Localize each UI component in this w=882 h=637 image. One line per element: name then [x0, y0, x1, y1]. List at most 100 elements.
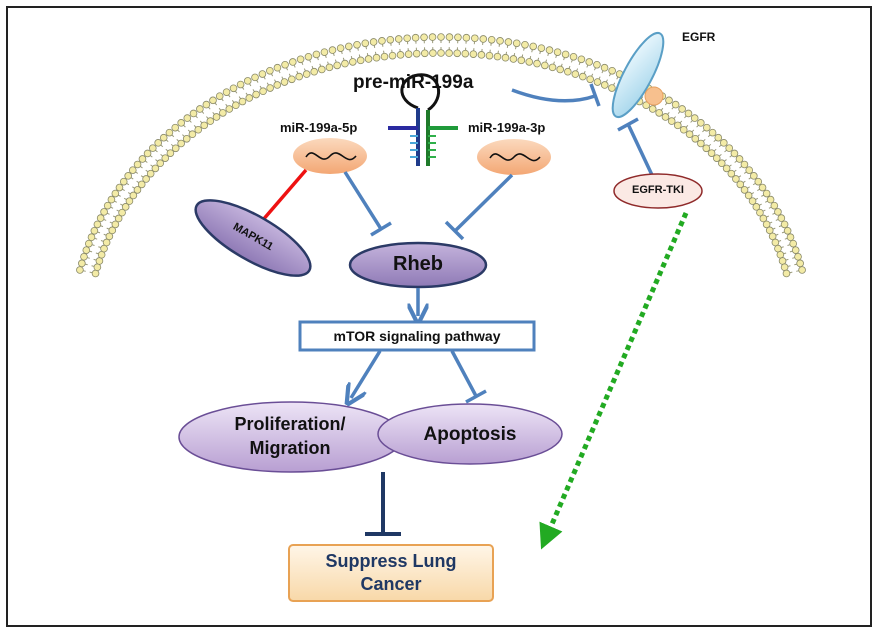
tki-inhibits-egfr-bar [617, 117, 639, 132]
lipid-head [304, 52, 313, 61]
lipid-head [328, 46, 337, 54]
lipid-head [361, 39, 370, 48]
mir-5p-node [293, 138, 367, 174]
lipid-head [777, 214, 786, 222]
lipid-head [776, 250, 785, 259]
lipid-head [690, 114, 699, 122]
lipid-head [394, 35, 403, 43]
lipid-head [471, 34, 479, 43]
lipid-head [95, 257, 104, 265]
lipid-head [245, 94, 254, 102]
lipid-head [336, 44, 345, 52]
mir-3p-node [477, 139, 551, 175]
lipid-head [288, 75, 296, 84]
lipid-head [667, 117, 676, 125]
egfr-receptor-icon [611, 31, 665, 119]
tki-promotes-suppression [539, 212, 689, 550]
lipid-head [428, 33, 437, 41]
lipid-head [648, 105, 657, 113]
lipid-head [770, 201, 779, 210]
lipid-head [137, 180, 146, 189]
lipid-head [714, 133, 723, 142]
lipid-head [420, 33, 428, 42]
suppress-cancer-label-2: Cancer [360, 574, 422, 594]
lipid-head [579, 72, 587, 81]
lipid-head [548, 63, 557, 72]
lipid-head [206, 117, 215, 125]
lipid-head [477, 51, 486, 59]
lipid-head [258, 70, 267, 78]
lipid-head [93, 263, 102, 271]
lipid-head [462, 33, 471, 42]
lipid-head [356, 56, 365, 65]
lipid-head [236, 80, 245, 89]
lipid-head [569, 52, 578, 61]
lipid-head [453, 49, 462, 58]
lipid-head [754, 177, 763, 186]
lipid-head [561, 50, 570, 59]
lipid-head [571, 70, 580, 78]
egfr-label: EGFR [682, 30, 716, 44]
lipid-head [673, 121, 682, 130]
mtor-label: mTOR signaling pathway [333, 328, 501, 344]
lipid-head [215, 92, 224, 100]
lipid-head [91, 269, 100, 278]
lipid-head [501, 53, 510, 62]
lipid-head [762, 220, 771, 229]
lipid-head [780, 263, 789, 271]
lipid-head [194, 125, 203, 134]
lipid-head [266, 66, 274, 75]
lipid-head [148, 144, 157, 152]
lipid-head [348, 58, 357, 66]
lipid-head [759, 214, 768, 223]
lipid-head [420, 49, 429, 58]
lipid-head [756, 208, 764, 217]
lipid-head [461, 49, 470, 58]
lipid-head [288, 58, 297, 66]
lipid-head [108, 226, 117, 235]
rheb-label: Rheb [393, 253, 443, 275]
lipid-head [509, 55, 518, 63]
lipid-head [111, 189, 120, 198]
lipid-head [553, 48, 562, 56]
lipid-head [678, 105, 686, 113]
mir3p-inhibits-rheb [453, 173, 514, 233]
lipid-head [697, 119, 705, 127]
lipid-head [189, 109, 198, 118]
lipid-head [702, 123, 711, 132]
lipid-head [454, 33, 462, 42]
lipid-head [529, 42, 538, 51]
lipid-head [161, 154, 170, 162]
lipid-head [200, 121, 209, 130]
lipid-head [608, 66, 616, 75]
lipid-head [151, 164, 160, 173]
lipid-head [533, 59, 541, 68]
lipid-head [794, 252, 802, 261]
lipid-head [600, 63, 609, 72]
suppress-cancer-box [288, 544, 494, 602]
lipid-head [780, 220, 789, 229]
lipid-head [768, 232, 777, 241]
lipid-head [671, 100, 680, 109]
lipid-head [259, 87, 267, 96]
lipid-head [762, 189, 771, 198]
lipid-head [111, 220, 120, 229]
lipid-head [85, 239, 93, 248]
lipid-head [740, 186, 749, 194]
lipid-head [778, 257, 787, 265]
lipid-head [102, 238, 111, 247]
lipid-head [222, 88, 231, 96]
lipid-head [154, 139, 162, 147]
lipid-head [317, 65, 326, 74]
mapk11-node [194, 199, 312, 277]
lipid-head [128, 166, 137, 174]
lipid-head [712, 154, 721, 162]
lipid-head [796, 259, 804, 268]
lipid-head [118, 208, 126, 217]
lipid-head [469, 50, 478, 58]
lipid-head [143, 149, 152, 158]
lipid-head [736, 180, 745, 189]
lipid-head [411, 33, 420, 42]
lipid-head [183, 114, 192, 122]
lipid-head [325, 63, 334, 72]
